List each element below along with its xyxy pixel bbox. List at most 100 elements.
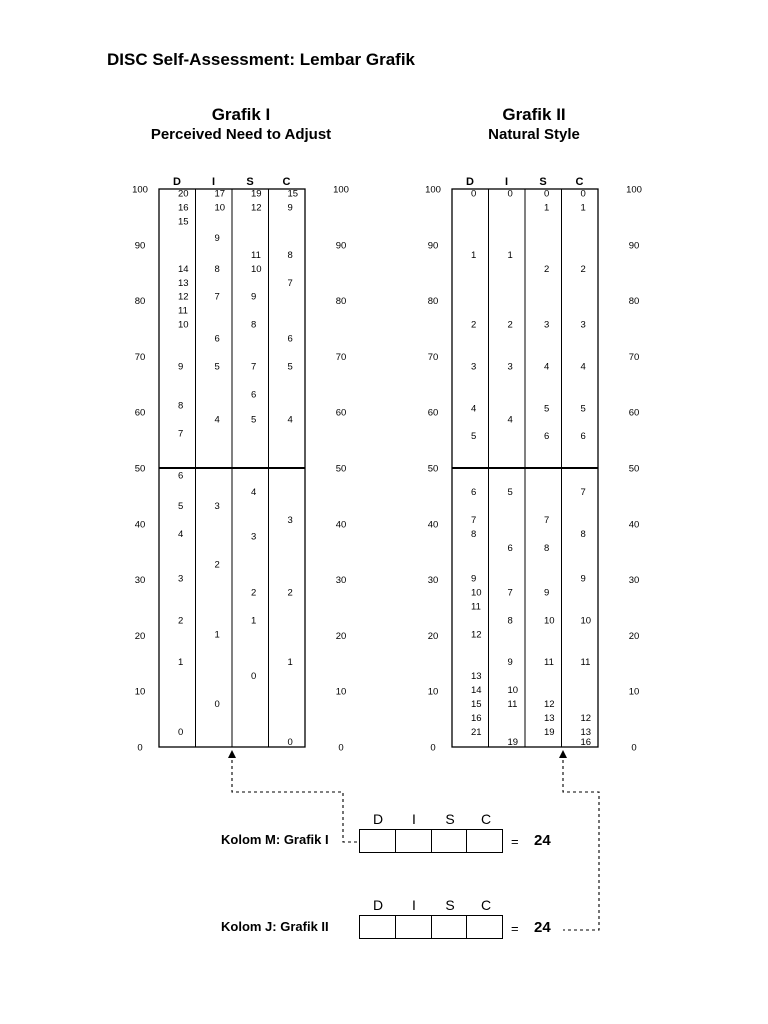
score-number: 10 — [215, 202, 226, 213]
axis-tick-left: 10 — [428, 687, 439, 698]
column-header-d: D — [173, 176, 181, 188]
box-1-cell-d[interactable] — [360, 830, 396, 852]
score-number: 3 — [544, 320, 549, 331]
score-number: 2 — [178, 615, 183, 626]
axis-tick-left: 30 — [135, 575, 146, 586]
score-number: 7 — [544, 515, 549, 526]
score-number: 16 — [581, 737, 592, 748]
score-number: 0 — [581, 189, 586, 200]
score-number: 0 — [471, 189, 476, 200]
score-number: 16 — [471, 713, 482, 724]
axis-tick-left: 100 — [132, 185, 148, 196]
score-number: 6 — [288, 334, 293, 345]
score-number: 3 — [508, 361, 513, 372]
score-number: 8 — [581, 529, 586, 540]
score-number: 2 — [215, 560, 220, 571]
score-number: 2 — [471, 320, 476, 331]
score-number: 2 — [581, 264, 586, 275]
axis-tick-right: 20 — [336, 631, 347, 642]
score-number: 0 — [178, 727, 183, 738]
axis-tick-right: 70 — [629, 352, 640, 363]
score-number: 13 — [581, 727, 592, 738]
score-number: 10 — [508, 685, 519, 696]
axis-tick-left: 0 — [137, 743, 142, 754]
arrow-up-icon — [559, 750, 567, 758]
score-number: 12 — [581, 713, 592, 724]
box-1-cell-c[interactable] — [467, 830, 502, 852]
score-number: 4 — [471, 403, 476, 414]
axis-tick-left: 90 — [135, 240, 146, 251]
score-number: 3 — [471, 361, 476, 372]
score-number: 4 — [508, 414, 513, 425]
box-1-letter-d: D — [372, 811, 384, 827]
axis-tick-left: 70 — [428, 352, 439, 363]
score-number: 10 — [251, 264, 262, 275]
score-number: 1 — [544, 202, 549, 213]
score-number: 11 — [508, 699, 518, 710]
score-number: 2 — [508, 320, 513, 331]
axis-tick-right: 20 — [629, 631, 640, 642]
score-number: 7 — [508, 587, 513, 598]
box-1-letter-i: I — [412, 811, 416, 827]
score-number: 17 — [215, 189, 226, 200]
axis-tick-right: 100 — [626, 185, 642, 196]
score-number: 11 — [471, 601, 481, 612]
box-2-letter-s: S — [445, 897, 455, 913]
axis-tick-left: 50 — [428, 464, 439, 475]
score-number: 15 — [178, 216, 189, 227]
score-number: 6 — [251, 389, 256, 400]
box-2-cell-i[interactable] — [396, 916, 432, 938]
score-number: 3 — [251, 532, 256, 543]
column-header-s: S — [246, 176, 253, 188]
page-title: DISC Self-Assessment: Lembar Grafik — [107, 50, 415, 69]
score-number: 6 — [215, 334, 220, 345]
axis-tick-right: 50 — [336, 464, 347, 475]
score-number: 7 — [178, 428, 183, 439]
score-number: 5 — [178, 501, 183, 512]
axis-tick-right: 100 — [333, 185, 349, 196]
score-number: 8 — [544, 543, 549, 554]
axis-tick-right: 30 — [336, 575, 347, 586]
connector-graph-1 — [231, 760, 357, 843]
score-number: 5 — [251, 414, 256, 425]
score-number: 6 — [178, 470, 183, 481]
score-number: 10 — [544, 615, 555, 626]
column-header-c: C — [283, 176, 291, 188]
axis-tick-right: 30 — [629, 575, 640, 586]
score-number: 5 — [581, 403, 586, 414]
box-2-label: Kolom J: Grafik II — [221, 919, 329, 934]
score-number: 9 — [215, 233, 220, 244]
score-number: 7 — [251, 361, 256, 372]
score-number: 0 — [215, 699, 220, 710]
score-number: 0 — [508, 189, 513, 200]
score-number: 1 — [508, 250, 513, 261]
score-number: 10 — [471, 587, 482, 598]
score-number: 9 — [544, 587, 549, 598]
score-number: 19 — [544, 727, 555, 738]
score-number: 7 — [215, 292, 220, 303]
axis-tick-right: 70 — [336, 352, 347, 363]
score-number: 13 — [178, 278, 189, 289]
axis-tick-left: 80 — [135, 296, 146, 307]
score-number: 0 — [544, 189, 549, 200]
score-number: 6 — [508, 543, 513, 554]
score-number: 13 — [471, 671, 482, 682]
box-2-cell-s[interactable] — [432, 916, 468, 938]
column-header-c: C — [576, 176, 584, 188]
score-number: 10 — [178, 320, 189, 331]
axis-tick-right: 60 — [629, 408, 640, 419]
box-2-letter-d: D — [372, 897, 384, 913]
box-2-cell-d[interactable] — [360, 916, 396, 938]
score-number: 9 — [581, 574, 586, 585]
axis-tick-right: 40 — [336, 519, 347, 530]
axis-tick-left: 90 — [428, 240, 439, 251]
box-1-cell-i[interactable] — [396, 830, 432, 852]
score-number: 13 — [544, 713, 555, 724]
score-number: 11 — [544, 657, 554, 668]
box-2-cell-c[interactable] — [467, 916, 502, 938]
axis-tick-right: 10 — [629, 687, 640, 698]
axis-tick-left: 30 — [428, 575, 439, 586]
axis-tick-left: 100 — [425, 185, 441, 196]
box-1-cell-s[interactable] — [432, 830, 468, 852]
